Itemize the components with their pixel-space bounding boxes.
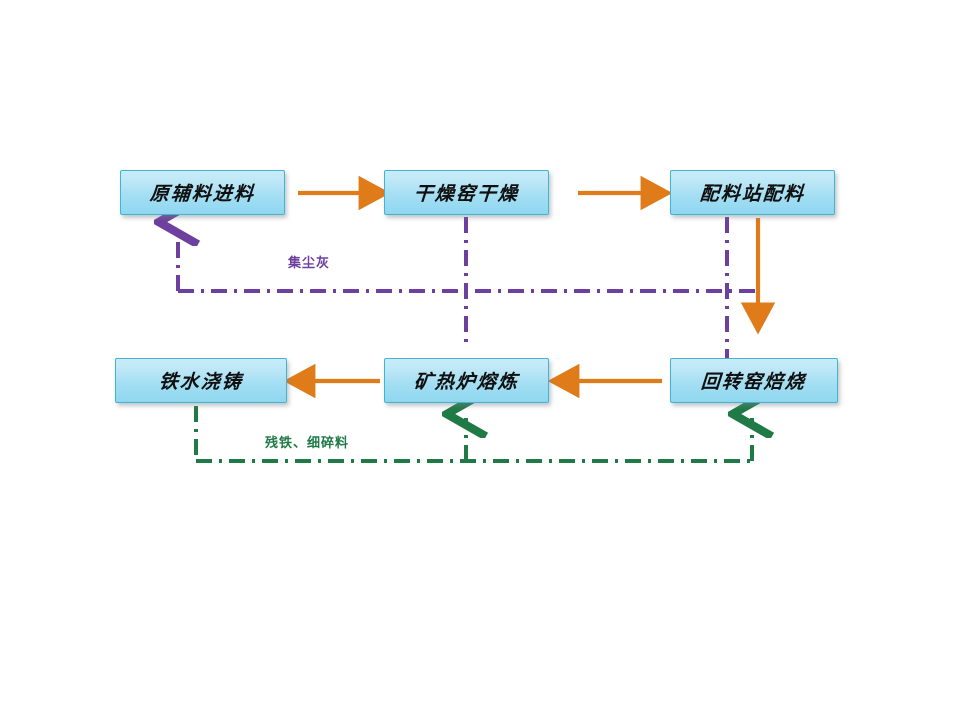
node-smelting[interactable]: 矿热炉熔炼 xyxy=(384,358,549,403)
node-roasting-label: 回转窑焙烧 xyxy=(700,371,808,393)
edge-label-dust: 集尘灰 xyxy=(288,256,331,271)
edge-label-scrap: 残铁、细碎料 xyxy=(265,436,350,451)
node-feed-label: 原辅料进料 xyxy=(149,183,256,205)
node-casting-label: 铁水浇铸 xyxy=(158,371,244,393)
node-casting[interactable]: 铁水浇铸 xyxy=(115,358,287,403)
node-smelting-label: 矿热炉熔炼 xyxy=(413,371,520,393)
node-drying[interactable]: 干燥窑干燥 xyxy=(384,170,549,215)
dust-return-connector xyxy=(178,217,760,358)
node-feed[interactable]: 原辅料进料 xyxy=(120,170,285,215)
node-roasting[interactable]: 回转窑焙烧 xyxy=(670,358,838,403)
node-drying-label: 干燥窑干燥 xyxy=(413,183,520,205)
node-batching-label: 配料站配料 xyxy=(699,183,806,205)
node-batching[interactable]: 配料站配料 xyxy=(670,170,835,215)
